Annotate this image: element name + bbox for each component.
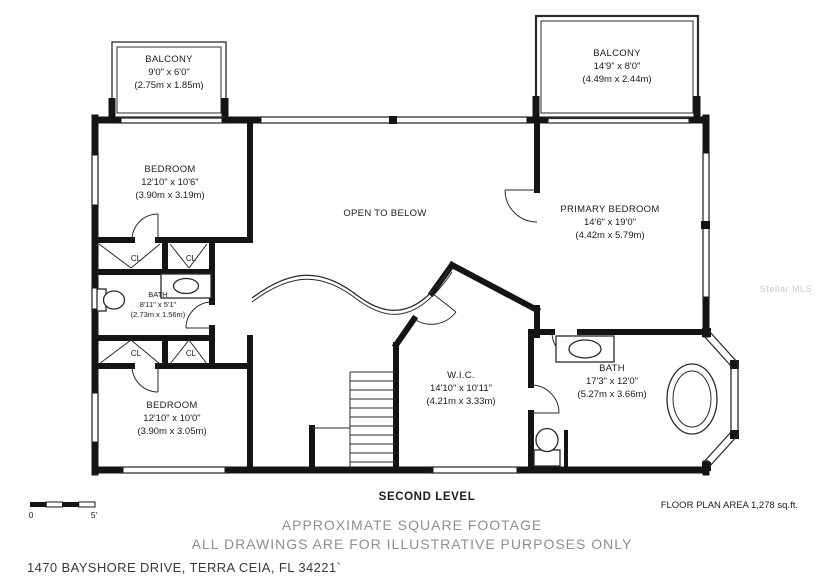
watermark-logo: Stellar MLS [760, 284, 812, 294]
room-name: OPEN TO BELOW [343, 208, 426, 219]
room-label-balcony-left: BALCONY 9'0" x 6'0" (2.75m x 1.85m) [134, 54, 203, 91]
room-label-open-to-below: OPEN TO BELOW [343, 208, 426, 219]
bathtub-icon [672, 370, 712, 428]
scale-segment [62, 502, 79, 507]
windows [91, 116, 710, 474]
room-label-wic: W.I.C. 14'10" x 10'11" (4.21m x 3.33m) [426, 370, 495, 407]
balcony-right-inner-rail [540, 20, 694, 114]
toilet-icon [535, 427, 559, 453]
room-dims-ft: 14'9" x 8'0" [594, 61, 641, 72]
toilet-icon [102, 290, 126, 310]
balcony-left-structure [108, 41, 229, 120]
balcony-left-post [221, 98, 229, 120]
door-swings [131, 189, 581, 414]
room-label-primary-bedroom: PRIMARY BEDROOM 14'6" x 19'0" (4.42m x 5… [560, 204, 659, 241]
exterior-walls [91, 114, 739, 476]
balcony-left-outer-rail [111, 41, 227, 119]
scale-segment [45, 501, 63, 508]
scale-bar: 0 5' [29, 501, 98, 520]
level-label: SECOND LEVEL [379, 491, 476, 503]
bay-post [702, 462, 711, 471]
closet-label: CL [131, 349, 142, 358]
closet-label: CL [131, 254, 142, 263]
room-dims-m: (3.90m x 3.19m) [135, 190, 204, 201]
bay-post [730, 430, 739, 439]
room-dims-ft: 12'10" x 10'6" [141, 177, 198, 188]
stairs [312, 371, 396, 470]
balcony-right-outer-rail [534, 14, 700, 120]
bay-window-lines [702, 330, 739, 468]
closet-labels: CL CL CL CL [131, 254, 197, 358]
bay-post [730, 360, 739, 369]
exterior-wall-segments [91, 114, 710, 476]
scale-end-label: 5' [91, 510, 98, 520]
closet-label: CL [186, 349, 197, 358]
room-name: PRIMARY BEDROOM [560, 204, 659, 215]
sink-icon [172, 277, 200, 295]
closet-bifold-doors [98, 243, 208, 365]
room-label-bath-large: BATH 17'3" x 12'0" (5.27m x 3.66m) [577, 363, 646, 400]
room-dims-ft: 14'6" x 19'0" [584, 217, 636, 228]
room-dims-m: (4.42m x 5.79m) [575, 230, 644, 241]
disclaimer-line2: ALL DRAWINGS ARE FOR ILLUSTRATIVE PURPOS… [192, 536, 633, 552]
room-label-bedroom-top: BEDROOM 12'10" x 10'6" (3.90m x 3.19m) [135, 164, 204, 201]
room-name: W.I.C. [447, 370, 475, 381]
window-mullion [389, 116, 397, 124]
room-name: BALCONY [145, 54, 193, 65]
open-to-below-edge [251, 267, 453, 315]
address-label: 1470 BAYSHORE DRIVE, TERRA CEIA, FL 3422… [27, 560, 341, 575]
balcony-right-post [532, 96, 540, 120]
bathroom-fixtures [96, 273, 718, 467]
toilet-icon [533, 449, 561, 467]
room-dims-m: (2.75m x 1.85m) [134, 80, 203, 91]
closet-label: CL [186, 254, 197, 263]
scale-segment [30, 502, 47, 507]
bathtub-icon [666, 363, 718, 435]
sink-icon [568, 339, 602, 359]
stair-treads [312, 371, 396, 470]
room-dims-ft: 9'0" x 6'0" [148, 67, 190, 78]
floor-area-label: FLOOR PLAN AREA 1,278 sq.ft. [661, 500, 798, 511]
room-label-balcony-right: BALCONY 14'9" x 8'0" (4.49m x 2.44m) [582, 48, 651, 85]
room-dims-m: (5.27m x 3.66m) [577, 389, 646, 400]
room-dims-ft: 12'10" x 10'0" [143, 413, 200, 424]
annotations: SECOND LEVEL FLOOR PLAN AREA 1,278 sq.ft… [27, 284, 812, 575]
balcony-right-post [693, 96, 701, 120]
room-label-bedroom-bottom: BEDROOM 12'10" x 10'0" (3.90m x 3.05m) [137, 400, 206, 437]
room-name: BATH [599, 363, 625, 374]
room-labels: BALCONY 9'0" x 6'0" (2.75m x 1.85m) BALC… [131, 48, 660, 437]
room-name: BALCONY [593, 48, 641, 59]
balcony-left-inner-rail [116, 46, 222, 114]
landing-curve [251, 267, 451, 311]
room-dims-m: (2.73m x 1.56m) [131, 310, 186, 319]
scale-start-label: 0 [29, 510, 34, 520]
window-mullion [701, 221, 710, 229]
disclaimer-line1: APPROXIMATE SQUARE FOOTAGE [282, 517, 542, 533]
room-dims-m: (3.90m x 3.05m) [137, 426, 206, 437]
room-dims-m: (4.49m x 2.44m) [582, 74, 651, 85]
room-name: BEDROOM [144, 164, 195, 175]
balcony-left-post [108, 98, 116, 120]
room-name: BATH [148, 290, 167, 299]
landing-curve-inner [251, 271, 453, 315]
room-name: BEDROOM [146, 400, 197, 411]
room-dims-m: (4.21m x 3.33m) [426, 396, 495, 407]
room-label-bath-small: BATH 8'11" x 5'1" (2.73m x 1.56m) [131, 290, 186, 319]
room-dims-ft: 8'11" x 5'1" [140, 300, 177, 309]
room-dims-ft: 17'3" x 12'0" [586, 376, 638, 387]
room-dims-ft: 14'10" x 10'11" [430, 383, 492, 394]
balcony-right-structure [532, 14, 701, 120]
scale-segment [78, 501, 96, 508]
